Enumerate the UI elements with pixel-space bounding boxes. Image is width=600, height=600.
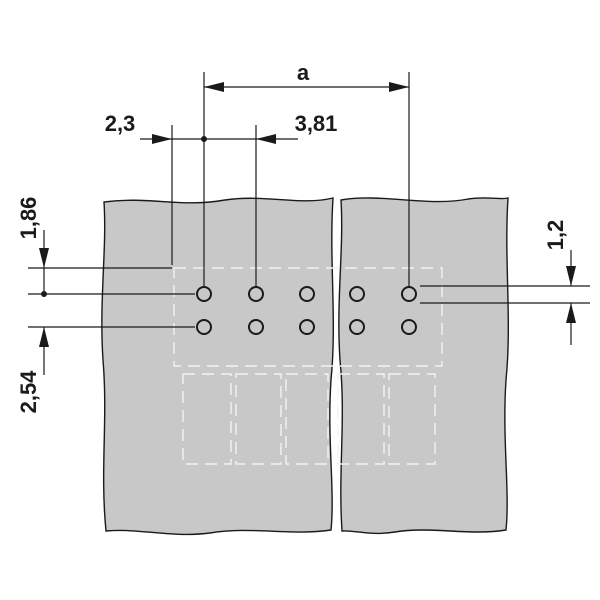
drill-hole [349, 286, 365, 302]
hidden-pocket-3 [285, 373, 329, 465]
drill-hole [196, 286, 212, 302]
dimension-1-2: 1,2 [543, 220, 576, 345]
vertical-extension-lines [171, 72, 410, 287]
dimension-2-3-label: 2,3 [105, 111, 136, 136]
drill-hole [299, 319, 315, 335]
dimension-2-54: 2,54 [16, 327, 49, 413]
drill-hole [248, 319, 264, 335]
dimension-2-54-label: 2,54 [16, 370, 41, 414]
dimension-a: a [204, 60, 409, 92]
drill-hole-pattern [196, 286, 417, 335]
dimension-3-81-label: 3,81 [295, 111, 338, 136]
drill-hole [299, 286, 315, 302]
drill-hole [349, 319, 365, 335]
hidden-pocket-5 [388, 373, 436, 465]
horizontal-extension-lines [28, 267, 590, 328]
dimension-1-86-label: 1,86 [16, 197, 41, 240]
hidden-pocket-2 [235, 373, 282, 465]
hidden-pocket-4 [337, 373, 385, 465]
drill-hole [401, 286, 417, 302]
dimension-1-2-label: 1,2 [543, 220, 568, 251]
hidden-outlines [173, 267, 443, 465]
hidden-pocket-1 [182, 373, 232, 465]
dimension-a-label: a [297, 60, 310, 85]
hidden-header-outline [173, 267, 443, 367]
drill-hole [196, 319, 212, 335]
dimension-2-3: 2,3 [105, 111, 207, 144]
drill-hole [401, 319, 417, 335]
drill-hole [248, 286, 264, 302]
dimension-1-86: 1,86 [16, 197, 49, 297]
dimension-3-81: 3,81 [204, 111, 337, 144]
